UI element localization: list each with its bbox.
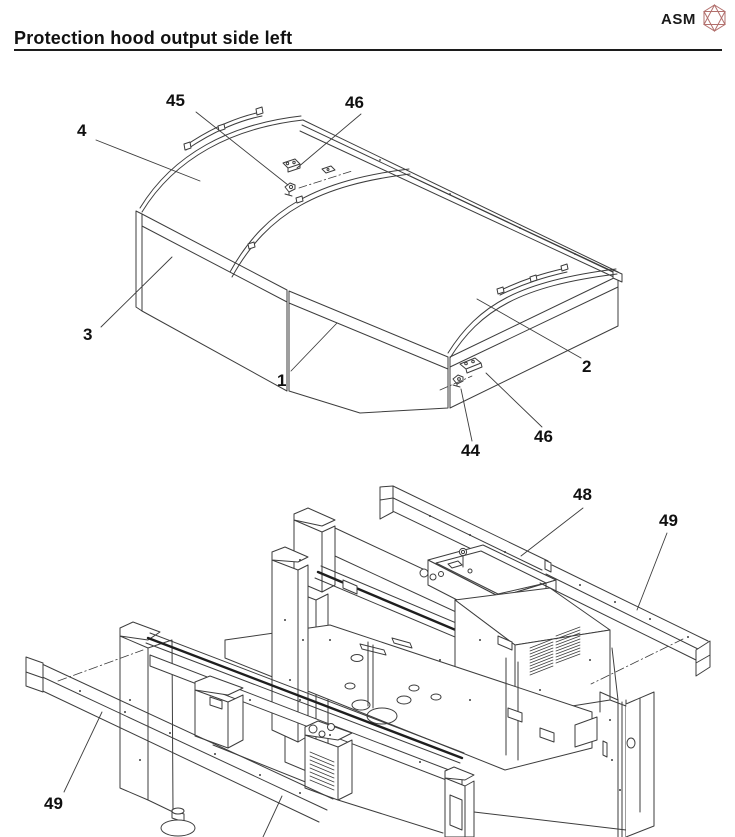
hood-callout-45: 45 (166, 91, 185, 110)
hood-bracket-46-bottom (459, 357, 483, 374)
hood-leader-lines (95, 111, 582, 442)
hood-right-detached-rib (496, 263, 569, 296)
asm-logo-icon (701, 3, 728, 37)
hood-back-eave-rails (299, 119, 623, 283)
frame-rail-49-left (25, 656, 334, 823)
hood-callout-46-bottom: 46 (534, 427, 553, 446)
hood-callout-46-top: 46 (345, 93, 364, 112)
brand-text: ASM (661, 11, 696, 28)
hood-clip-45 (284, 182, 296, 197)
frame-centerlines (57, 638, 684, 685)
hood-rivet-dots (379, 159, 576, 255)
hood-middle-arc-rib (229, 168, 411, 278)
frame-left-panel (119, 621, 174, 813)
frame-bottom-right-box (337, 766, 627, 837)
hood-figure (95, 106, 623, 442)
frame-rivet-dots (79, 515, 689, 794)
frame-figure (25, 485, 711, 837)
hood-callout-4: 4 (77, 121, 87, 140)
hood-bracket-small (321, 165, 336, 174)
hood-callout-2: 2 (582, 357, 592, 376)
frame-right-panels (505, 647, 655, 837)
hood-skirt-panel-right (449, 275, 619, 409)
frame-rail-49-right (539, 564, 711, 677)
hood-detached-rib (183, 106, 264, 151)
hood-skirt-panel-3 (135, 210, 288, 392)
frame-carriage-box (194, 675, 244, 749)
frame-callout-49-left: 49 (44, 794, 63, 813)
hood-callout-44: 44 (461, 441, 480, 460)
frame-vent-grille-right (529, 626, 581, 676)
hood-bracket-46-top (282, 158, 301, 173)
hood-callout-3: 3 (83, 325, 93, 344)
frame-rail-48 (379, 485, 552, 581)
hood-right-arc-rib (447, 268, 618, 359)
hood-left-arc-rib (139, 115, 304, 213)
frame-deck (224, 624, 593, 771)
frame-tub-fittings (419, 547, 473, 581)
hood-centerlines (298, 170, 473, 391)
frame-leveling-foot (160, 807, 196, 837)
frame-vent-grille-motor (309, 751, 335, 791)
frame-leader-lines (63, 507, 668, 837)
frame-callout-49-right: 49 (659, 511, 678, 530)
hood-callout-1: 1 (277, 371, 287, 390)
page-title: Protection hood output side left (14, 28, 293, 48)
hood-skirt-panel-1 (288, 290, 449, 414)
title-rule (14, 49, 722, 51)
frame-callout-48: 48 (573, 485, 592, 504)
